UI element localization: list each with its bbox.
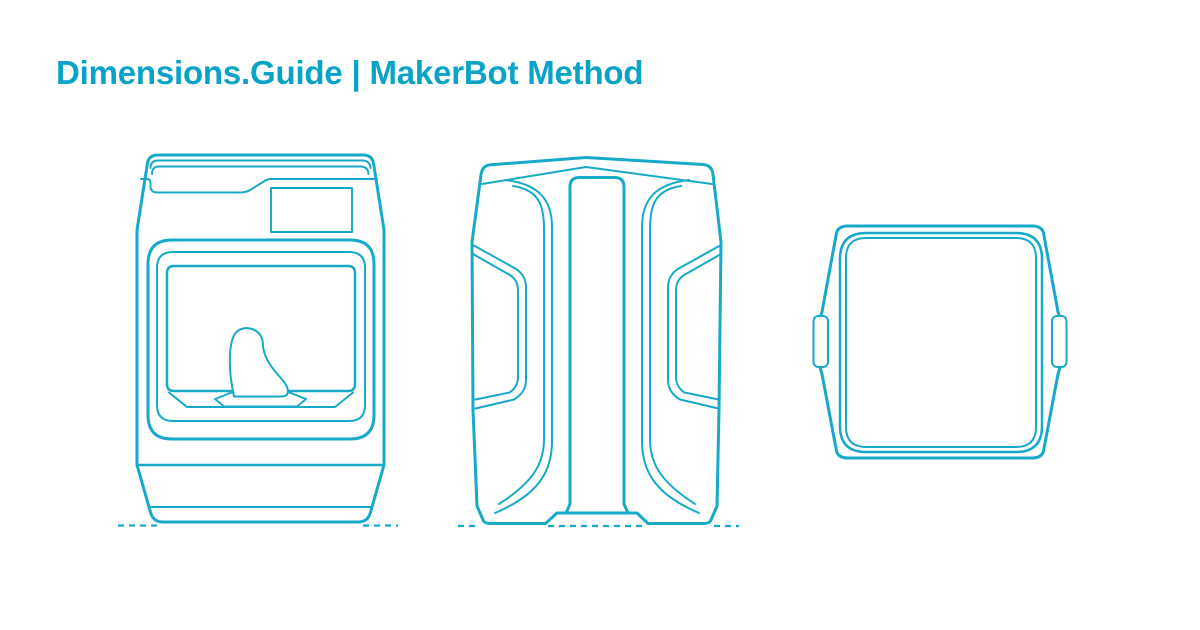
side-panel-right-inner bbox=[675, 253, 722, 401]
side-view-drawing bbox=[458, 156, 739, 528]
front-view-drawing bbox=[118, 153, 398, 527]
top-chamfer-inner-line bbox=[481, 166, 713, 185]
lid-inner-line-outer bbox=[838, 231, 1044, 454]
handle-tab-left bbox=[812, 315, 829, 368]
side-panel-strip-right-inner bbox=[649, 185, 696, 505]
side-panel-left-outer bbox=[472, 244, 527, 410]
lid-seam-line-2 bbox=[151, 165, 370, 175]
lid-seam-line-1 bbox=[149, 159, 372, 169]
side-panel-strip-right-outer bbox=[641, 179, 700, 514]
build-chamber-window bbox=[165, 264, 357, 393]
side-panel-strip-left-inner bbox=[498, 185, 545, 505]
handle-tab-right bbox=[1051, 315, 1068, 368]
printed-object bbox=[228, 327, 289, 398]
side-panel-left-inner bbox=[472, 253, 519, 401]
lid-inner-line-inner bbox=[845, 237, 1037, 448]
lid-handle-recess bbox=[140, 178, 378, 194]
page-title: Dimensions.Guide | MakerBot Method bbox=[56, 54, 644, 91]
chamber-door-frame bbox=[156, 251, 366, 422]
top-view-drawing bbox=[812, 224, 1068, 460]
display-screen bbox=[270, 187, 353, 233]
gantry-column bbox=[564, 176, 630, 515]
top-body-outline bbox=[818, 224, 1062, 460]
chamber-door-outer bbox=[146, 238, 376, 441]
side-panel-strip-left-outer bbox=[494, 179, 553, 514]
side-panel-right-outer bbox=[667, 244, 722, 410]
